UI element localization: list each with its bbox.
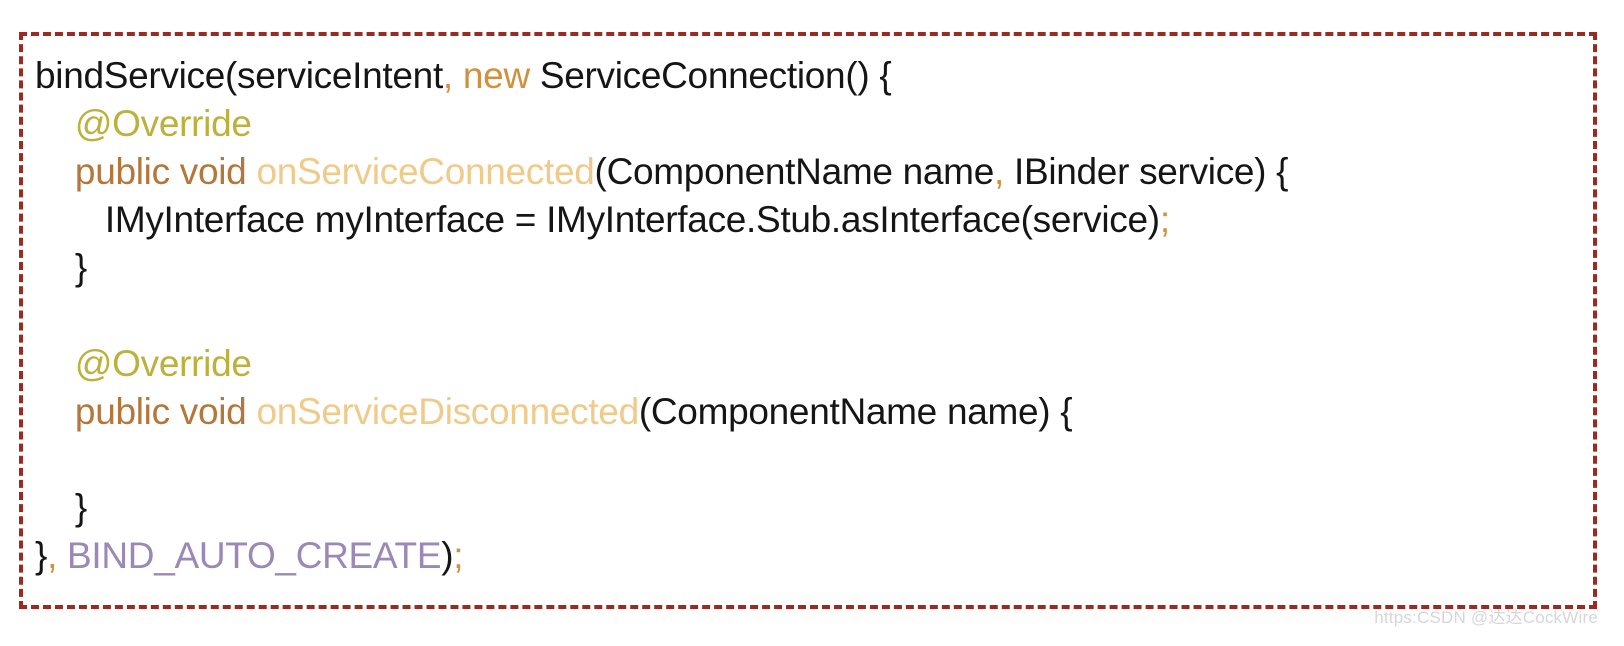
code-line: }, BIND_AUTO_CREATE); bbox=[35, 532, 1587, 580]
code-token-plain bbox=[246, 391, 256, 432]
code-token-plain: (ComponentName name) { bbox=[638, 391, 1073, 432]
code-token-plain: } bbox=[35, 247, 87, 288]
code-token-plain bbox=[57, 535, 67, 576]
code-token-constant: BIND_AUTO_CREATE bbox=[67, 535, 442, 576]
code-token-plain bbox=[35, 439, 45, 480]
code-line: } bbox=[35, 244, 1587, 292]
code-token-plain bbox=[35, 151, 75, 192]
code-line: bindService(serviceIntent, new ServiceCo… bbox=[35, 52, 1587, 100]
code-token-plain: bindService(serviceIntent bbox=[35, 55, 443, 96]
code-token-plain bbox=[35, 391, 75, 432]
code-token-plain: IMyInterface myInterface = IMyInterface.… bbox=[35, 199, 1160, 240]
code-token-plain: } bbox=[35, 535, 48, 576]
code-token-annotation: @Override bbox=[74, 103, 252, 144]
code-line: } bbox=[35, 484, 1587, 532]
code-token-annotation: @Override bbox=[74, 343, 252, 384]
code-token-plain bbox=[35, 295, 45, 336]
code-token-plain: ) bbox=[441, 535, 454, 576]
code-token-punctuation: , bbox=[442, 55, 453, 96]
code-token-plain bbox=[35, 103, 75, 144]
code-line bbox=[35, 292, 1587, 340]
code-line bbox=[35, 436, 1587, 484]
code-token-keyword: new bbox=[462, 55, 530, 96]
code-token-plain: (ComponentName name bbox=[594, 151, 995, 192]
code-token-modifier: public void bbox=[74, 151, 247, 192]
code-token-punctuation: ; bbox=[1159, 199, 1170, 240]
code-token-method: onServiceConnected bbox=[256, 151, 595, 192]
code-snippet-frame: bindService(serviceIntent, new ServiceCo… bbox=[19, 32, 1597, 609]
code-line: IMyInterface myInterface = IMyInterface.… bbox=[35, 196, 1587, 244]
code-token-plain: } bbox=[35, 487, 87, 528]
code-token-punctuation: , bbox=[994, 151, 1004, 192]
code-token-plain bbox=[35, 343, 75, 384]
code-token-plain: ServiceConnection() { bbox=[529, 55, 892, 96]
code-line: public void onServiceConnected(Component… bbox=[35, 148, 1587, 196]
code-token-punctuation: ; bbox=[453, 535, 464, 576]
code-line: @Override bbox=[35, 340, 1587, 388]
code-block[interactable]: bindService(serviceIntent, new ServiceCo… bbox=[35, 52, 1587, 580]
code-token-plain bbox=[453, 55, 463, 96]
code-line: public void onServiceDisconnected(Compon… bbox=[35, 388, 1587, 436]
code-token-modifier: public void bbox=[74, 391, 247, 432]
code-token-punctuation: , bbox=[47, 535, 58, 576]
code-token-plain bbox=[246, 151, 256, 192]
code-line: @Override bbox=[35, 100, 1587, 148]
code-token-plain: IBinder service) { bbox=[1003, 151, 1289, 192]
code-token-method: onServiceDisconnected bbox=[256, 391, 639, 432]
